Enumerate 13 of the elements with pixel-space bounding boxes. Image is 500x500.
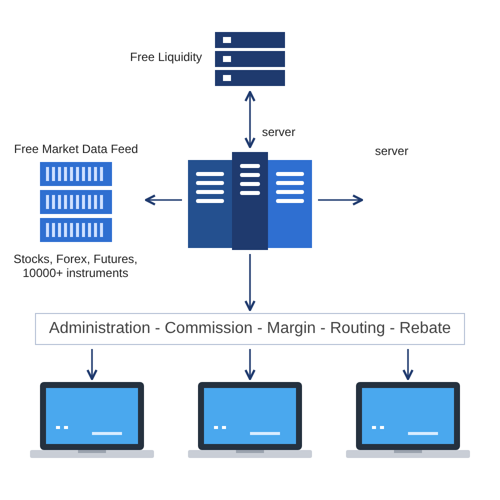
arrow: [244, 254, 256, 312]
node-label: Free Market Data Feed: [14, 142, 138, 156]
node-label: Free Liquidity: [130, 50, 202, 64]
arrow: [402, 349, 414, 380]
arrow: [244, 349, 256, 380]
node-caption: server: [262, 125, 296, 140]
arrow: [244, 90, 256, 148]
process-bar: Administration - Commission - Margin - Routing - Rebate: [35, 313, 465, 345]
arrow: [144, 194, 182, 206]
arrow: [318, 194, 364, 206]
node-label: server: [375, 144, 408, 158]
node-description: Stocks, Forex, Futures, 10000+ instruments: [12, 252, 139, 281]
arrow: [86, 349, 98, 380]
